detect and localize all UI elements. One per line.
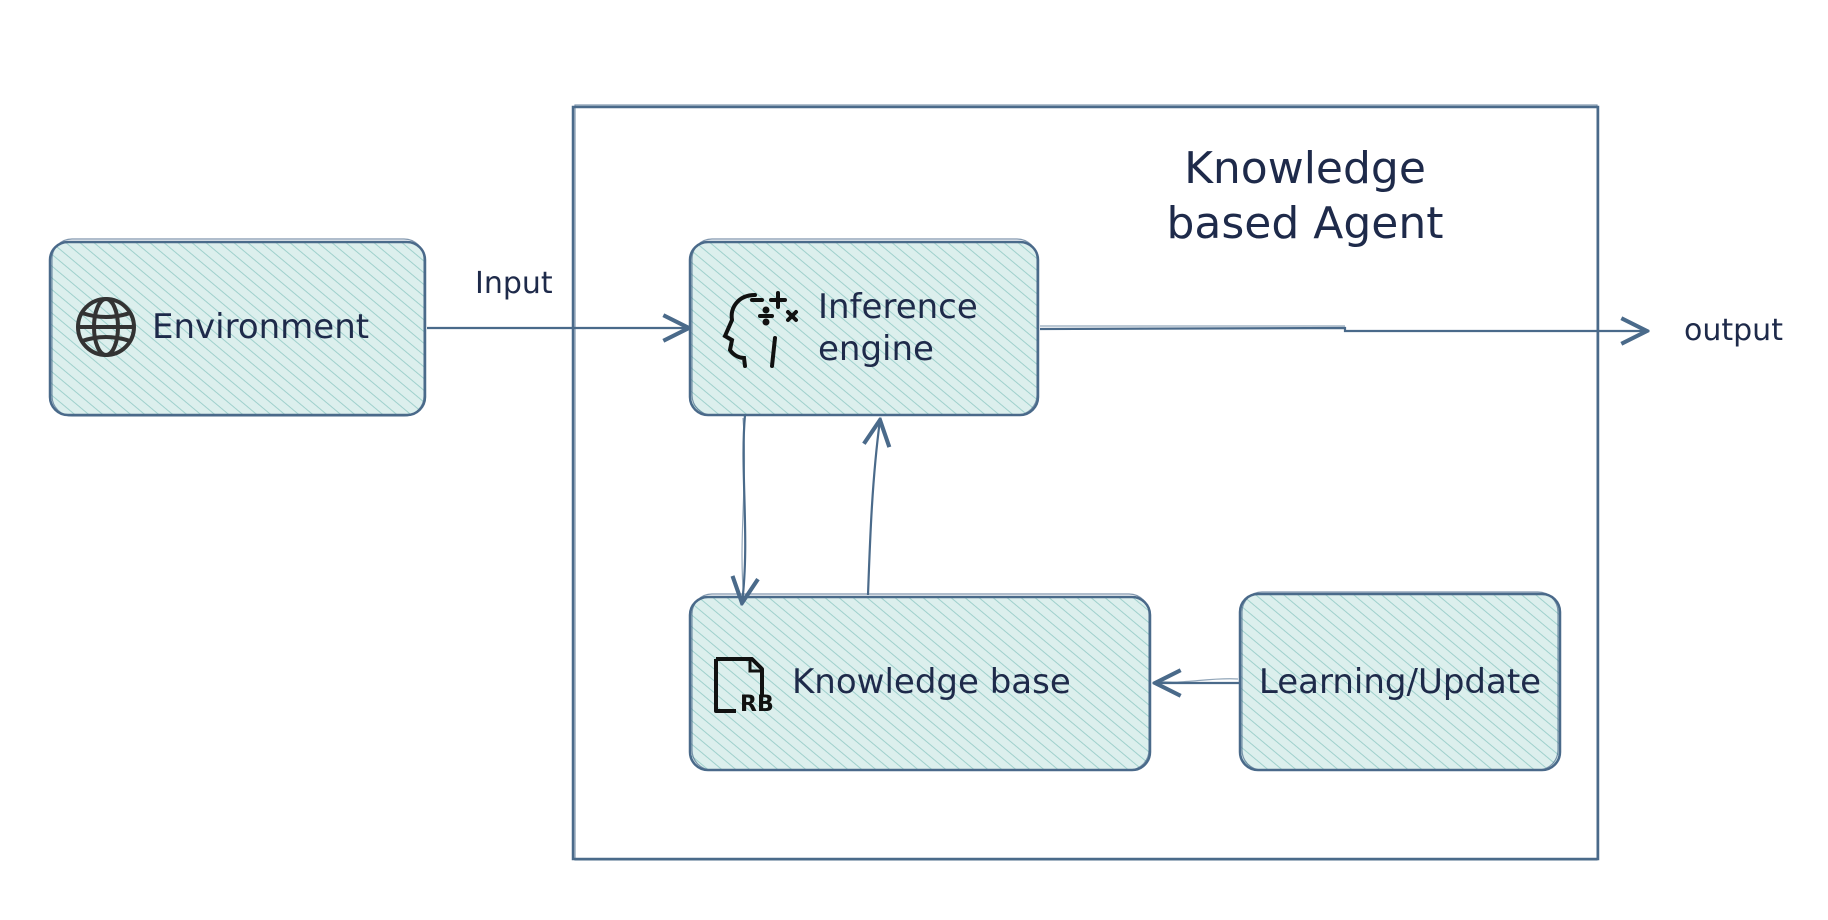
globe-icon xyxy=(76,297,136,357)
learning-update-node[interactable]: Learning/Update xyxy=(1238,591,1562,772)
agent-container xyxy=(571,104,1600,861)
knowledge-base-node[interactable]: RB Knowledge base xyxy=(688,593,1152,772)
inference-label-line1: Inference xyxy=(818,287,978,327)
inference-to-kb-edge xyxy=(742,414,745,603)
kb-to-inference-edge xyxy=(868,420,880,596)
inference-label-line2: engine xyxy=(818,329,934,369)
rule-book-icon: RB xyxy=(714,657,774,717)
input-label: Input xyxy=(475,266,553,301)
environment-label: Environment xyxy=(152,307,369,347)
knowledge-base-label: Knowledge base xyxy=(792,662,1071,702)
output-label: output xyxy=(1684,313,1783,348)
agent-title-line2: based Agent xyxy=(1166,198,1443,249)
learning-update-label: Learning/Update xyxy=(1259,662,1541,702)
agent-title-line1: Knowledge xyxy=(1184,143,1426,194)
brain-math-icon xyxy=(722,291,798,368)
environment-node[interactable]: Environment xyxy=(48,238,427,417)
inference-engine-node[interactable]: Inference engine xyxy=(688,238,1040,417)
output-edge xyxy=(1039,326,1647,331)
rule-book-icon-text: RB xyxy=(740,692,774,717)
learning-to-kb-edge xyxy=(1155,679,1240,683)
